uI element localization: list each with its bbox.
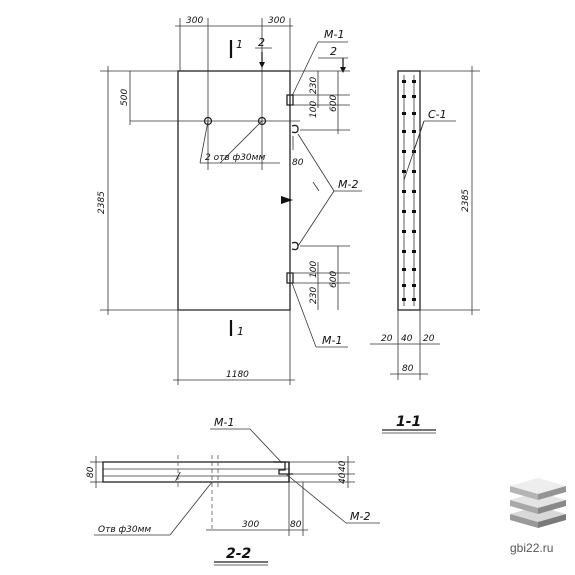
section-mark-1: 1	[236, 38, 243, 51]
stack-icon	[510, 478, 566, 528]
dim-20-right: 20	[423, 334, 435, 344]
mark-m1-2-2: М-1	[214, 416, 234, 429]
mark-m2-2-2: М-2	[350, 510, 370, 523]
dim-height: 2385	[97, 191, 107, 214]
section-mark-in-plan: /	[175, 470, 181, 483]
watermark-logo: gbi22.ru	[510, 478, 566, 555]
mark-m1-top: М-1	[324, 28, 344, 41]
leader-m2-2-2	[285, 473, 347, 524]
mark-m1-top-num: 2	[330, 45, 337, 58]
leader-m1-2-2	[249, 428, 283, 464]
dim-80: 80	[292, 158, 304, 168]
dim-80-left: 80	[86, 466, 96, 478]
section-2-2-view: / М-1 М-2 80 40 40 300 80 Отв ф30мм	[86, 416, 380, 566]
arrow-head	[259, 62, 265, 68]
section-1-1-view: С-1 2385 20 40 20 80 1-1	[370, 66, 480, 434]
leader-m2	[297, 190, 335, 247]
elevation-view: 300 300 2 отв ф30мм 1 2 М-1 2 230	[97, 16, 362, 385]
dim-40-top: 40	[338, 460, 348, 472]
arrow-head	[340, 67, 346, 73]
holes-note-2-2: Отв ф30мм	[98, 525, 151, 535]
leader-m2	[297, 133, 335, 192]
leader-c1	[403, 120, 425, 181]
dim-230-bottom: 230	[309, 287, 319, 304]
section-outline	[397, 70, 421, 311]
dim-100-top: 100	[309, 101, 319, 118]
dim-600-top: 600	[329, 95, 339, 112]
tick	[312, 181, 320, 192]
section-2-2-title: 2-2	[226, 546, 251, 562]
dim-40-bottom: 40	[338, 472, 348, 484]
dim-height-1-1: 2385	[461, 189, 471, 212]
section-1-1-title: 1-1	[396, 414, 421, 430]
dim-230-top: 230	[309, 77, 319, 94]
dim-300: 300	[242, 520, 259, 530]
dim-20-left: 20	[381, 334, 393, 344]
dim-40: 40	[401, 334, 413, 344]
leader-m1	[291, 282, 317, 348]
dim-100-bottom: 100	[309, 261, 319, 278]
leader-m1	[291, 41, 319, 97]
section-mark-2: 2	[258, 36, 265, 49]
dim-500: 500	[120, 89, 130, 106]
lifting-loop-bottom	[291, 241, 299, 251]
orientation-marker	[281, 196, 293, 204]
mark-c1: С-1	[428, 108, 447, 121]
dim-top-left: 300	[186, 16, 203, 26]
leader-holes-2-2	[169, 481, 213, 536]
dim-80-section: 80	[402, 364, 414, 374]
plan-outline	[102, 461, 290, 483]
mark-m2: М-2	[338, 178, 358, 191]
dim-80-bottom: 80	[290, 520, 302, 530]
embedded-bracket	[273, 461, 293, 475]
leader-holes	[199, 120, 209, 164]
dim-600-bottom: 600	[329, 271, 339, 288]
lifting-loop-top	[291, 124, 299, 134]
dim-width: 1180	[226, 370, 249, 380]
dim-top-right: 300	[268, 16, 285, 26]
holes-note: 2 отв ф30мм	[205, 153, 265, 163]
section-mark-bottom: 1	[237, 325, 244, 338]
panel-outline	[177, 70, 291, 311]
watermark-site: gbi22.ru	[510, 541, 553, 555]
leader-holes	[219, 120, 263, 164]
mark-m1-bottom: М-1	[322, 334, 342, 347]
